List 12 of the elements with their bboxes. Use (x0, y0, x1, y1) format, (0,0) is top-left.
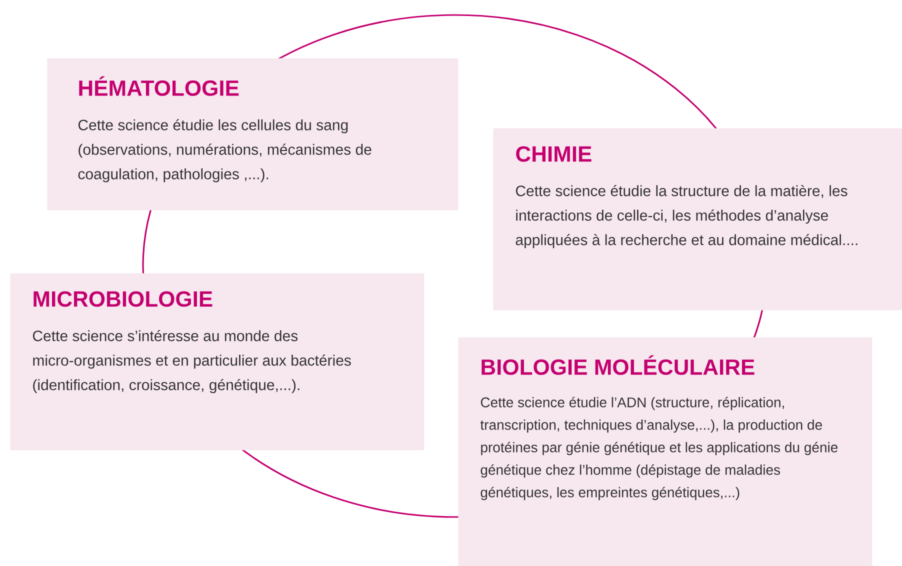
topic-box (10, 273, 424, 450)
box-body-text: Cette science étudie la structure de la matière, les interactions de celle-ci, les méthodes d’analyse appliquées à la recherche et au domaine médical.... (516, 185, 858, 248)
box-heading: CHIMIE (516, 146, 592, 162)
box-heading: MICROBIOLOGIE (34, 291, 212, 307)
box-heading: HÉMATOLOGIE (79, 76, 239, 96)
box-heading: BIOLOGIE MOLÉCULAIRE (482, 355, 754, 375)
box-body-text: Cette science étudie l’ADN (structure, réplication, transcription, techniques d’analyse,...), la production de protéines par génie génétique et les applications du génie génétique chez l’homme (dépistage de maladies génétiques, les empreintes génétiques,...) (480, 396, 838, 500)
box-body-text: Cette science s’intéresse au monde des micro-organismes et en particulier aux bactéries (identification, croissance, génétique,...). (32, 330, 351, 394)
topic-box (47, 58, 458, 210)
topic-box (458, 337, 872, 566)
topic-box (493, 128, 902, 310)
box-body-text: Cette science étudie les cellules du sang (observations, numérations, mécanismes de coagulation, pathologies ,...). (78, 119, 372, 182)
